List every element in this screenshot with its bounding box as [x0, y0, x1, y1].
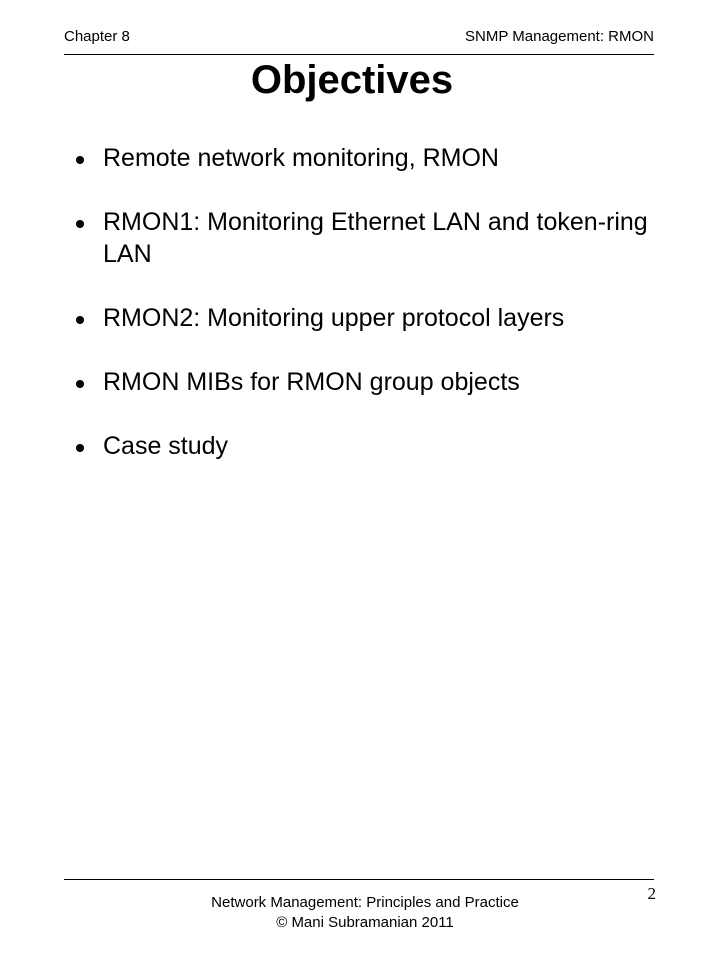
chapter-label: Chapter 8 [64, 28, 130, 45]
list-item: RMON2: Monitoring upper protocol layers [76, 302, 666, 334]
list-item-text: RMON MIBs for RMON group objects [103, 368, 520, 396]
footer-divider [64, 879, 654, 880]
book-title: Network Management: Principles and Pract… [211, 894, 519, 911]
header-divider [64, 54, 654, 55]
bullet-icon [76, 220, 84, 228]
list-item-text: Remote network monitoring, RMON [103, 144, 499, 172]
list-item: Case study [76, 430, 666, 462]
list-item-text: RMON2: Monitoring upper protocol layers [103, 304, 565, 332]
list-item: Remote network monitoring, RMON [76, 142, 666, 174]
list-item-text: Case study [103, 432, 229, 460]
copyright-notice: © Mani Subramanian 2011 [276, 914, 454, 931]
slide-title: Objectives [250, 58, 454, 102]
objectives-list: Remote network monitoring, RMON RMON1: M… [76, 142, 666, 494]
page-footer: Network Management: Principles and Pract… [0, 893, 720, 933]
list-item-text: RMON1: Monitoring Ethernet LAN and token… [103, 208, 648, 268]
page-header: Chapter 8 SNMP Management: RMON [64, 28, 654, 50]
list-item: RMON1: Monitoring Ethernet LAN and token… [76, 206, 666, 270]
page-number: 2 [647, 884, 657, 903]
section-label: SNMP Management: RMON [465, 28, 654, 45]
bullet-icon [76, 316, 84, 324]
bullet-icon [76, 380, 84, 388]
bullet-icon [76, 444, 84, 452]
list-item: RMON MIBs for RMON group objects [76, 366, 666, 398]
bullet-icon [76, 156, 84, 164]
